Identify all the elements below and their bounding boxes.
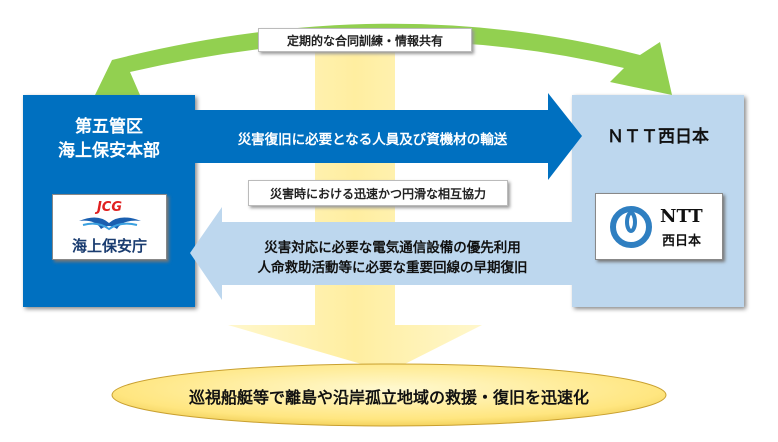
middle-label: 災害時における迅速かつ円滑な相互協力 (248, 180, 508, 206)
jcg-logo-text: JCG (96, 200, 123, 215)
downward-flow-arrow (228, 40, 482, 372)
jcg-logo: JCG 海上保安庁 (52, 194, 167, 260)
cycle-arrow (95, 23, 672, 95)
left-arrow-text-2: 人命救助活動等に必要な重要回線の早期復旧 (257, 260, 528, 276)
left-arrow-text-1: 災害対応に必要な電気通信設備の優先利用 (264, 240, 521, 256)
ntt-logo: NTT 西日本 (595, 193, 723, 260)
wave-icon (79, 217, 141, 231)
outcome-text: 巡視船艇等で離島や沿岸孤立地域の救援・復旧を迅速化 (188, 388, 589, 407)
left-arrow (190, 207, 572, 300)
right-org-name: ＮＴＴ西日本 (607, 127, 709, 147)
left-org-name-2: 海上保安本部 (58, 141, 160, 161)
jcg-logo-caption: 海上保安庁 (71, 237, 147, 255)
ntt-mark-icon (610, 206, 652, 248)
right-arrow (195, 93, 582, 180)
left-org-name-1: 第五管区 (75, 117, 143, 137)
ntt-logo-caption: 西日本 (662, 234, 702, 249)
outcome-ellipse (111, 363, 667, 427)
right-arrow-text: 災害復旧に必要となる人員及び資機材の輸送 (237, 132, 508, 148)
top-label: 定期的な合同訓練・情報共有 (258, 28, 472, 52)
ntt-logo-text: NTT (660, 206, 703, 227)
